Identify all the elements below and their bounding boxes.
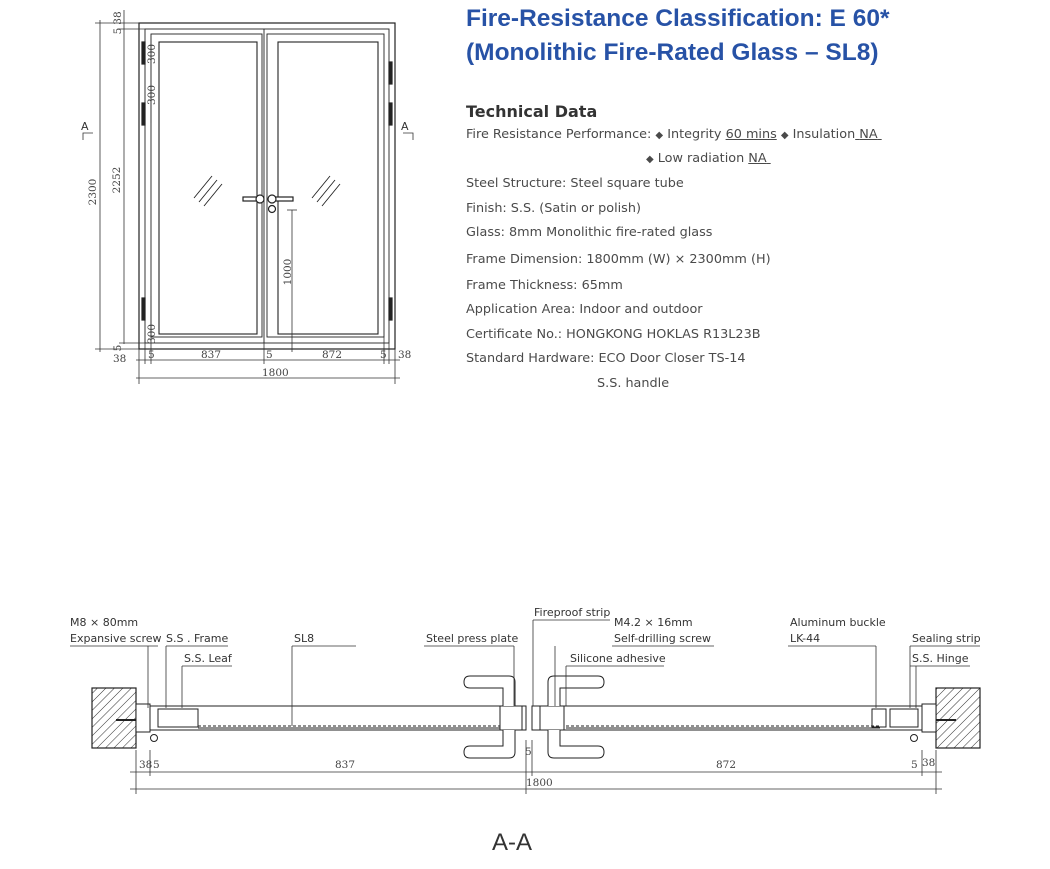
- dim-leaf-right: 872: [322, 349, 342, 361]
- handle-right-bottom: [547, 730, 605, 759]
- dim-hinge-300-c: 300: [146, 324, 158, 344]
- frame-right: [921, 703, 937, 733]
- label-self-drilling-screw: Self-drilling screw: [614, 632, 711, 645]
- sec-dim-mid-5: 5: [525, 746, 532, 758]
- spec-certificate: Certificate No.: HONGKONG HOKLAS R13L23B: [466, 327, 761, 342]
- page-title: Fire-Resistance Classification: E 60* (M…: [466, 2, 889, 70]
- inner-frame: [144, 28, 390, 344]
- dim-leaf-left: 837: [201, 349, 221, 361]
- dim-total-width: 1800: [262, 367, 289, 379]
- handle-right-top: [547, 675, 605, 706]
- section-mark-left: A: [81, 120, 89, 133]
- right-leaf: [266, 33, 385, 338]
- dim-left-5: 5: [148, 349, 155, 361]
- fire-resistance-row: Fire Resistance Performance: ◆ Integrity…: [466, 127, 882, 142]
- left-glass-pane: [158, 41, 258, 335]
- dim-bottom-38: 38: [113, 353, 126, 365]
- dim-total-height: 2300: [87, 179, 99, 206]
- label-silicone-adhesive: Silicone adhesive: [570, 652, 666, 665]
- hinge-left-top: [141, 41, 146, 65]
- hinge-left-bottom: [141, 297, 146, 321]
- label-sealing-strip: Sealing strip: [912, 632, 981, 645]
- integrity-label: Integrity: [667, 127, 722, 142]
- handle-left-top: [463, 675, 516, 706]
- hinge-right-section: [910, 734, 918, 742]
- section-drawing: M8 × 80mm Expansive screw S.S . Frame S.…: [70, 606, 981, 856]
- low-radiation-row: ◆ Low radiation NA: [646, 151, 771, 166]
- label-ss-leaf: S.S. Leaf: [184, 652, 233, 665]
- label-steel-press-plate: Steel press plate: [426, 632, 518, 645]
- wall-left: [91, 687, 137, 749]
- lock-cylinder: [267, 204, 277, 214]
- hinge-left-mid: [141, 102, 146, 126]
- hinge-right-mid: [388, 102, 393, 126]
- spec-frame-thickness: Frame Thickness: 65mm: [466, 278, 623, 293]
- insulation-label: Insulation: [792, 127, 856, 142]
- integrity-value: 60 mins: [725, 127, 777, 142]
- dim-mid-5: 5: [266, 349, 273, 361]
- fire-resistance-label: Fire Resistance Performance:: [466, 127, 652, 142]
- section-mark-right: A: [401, 120, 409, 133]
- right-glass-pane: [277, 41, 379, 335]
- low-radiation-value: NA: [748, 151, 767, 166]
- sec-dim-right-38: 38: [922, 757, 935, 769]
- spec-application-area: Application Area: Indoor and outdoor: [466, 302, 703, 317]
- dim-inner-height: 2252: [111, 167, 123, 194]
- label-sl8: SL8: [294, 632, 314, 645]
- label-ss-frame: S.S . Frame: [166, 632, 228, 645]
- wall-right: [935, 687, 981, 749]
- press-plate-left: [499, 705, 523, 731]
- bullet-diamond-icon: ◆: [780, 130, 789, 141]
- sec-dim-right-5: 5: [911, 759, 918, 771]
- section-caption: A-A: [492, 829, 532, 856]
- label-drill-screw-size: M4.2 × 16mm: [614, 616, 693, 629]
- dim-right-5: 5: [380, 349, 387, 361]
- dim-bottom-5: 5: [112, 345, 124, 352]
- spec-glass: Glass: 8mm Monolithic fire-rated glass: [466, 225, 713, 240]
- label-screw-size: M8 × 80mm: [70, 616, 138, 629]
- sec-dim-leaf-left: 837: [335, 759, 355, 771]
- hinge-right-top: [388, 61, 393, 85]
- leaf-right-section: [531, 705, 923, 731]
- sec-dim-leaf-right: 872: [716, 759, 736, 771]
- spec-frame-dimension: Frame Dimension: 1800mm (W) × 2300mm (H): [466, 252, 771, 267]
- title-line-1: Fire-Resistance Classification: E 60*: [466, 5, 890, 32]
- dim-right-38: 38: [398, 349, 411, 361]
- left-leaf: [150, 33, 263, 338]
- label-ss-hinge: S.S. Hinge: [912, 652, 969, 665]
- bullet-diamond-icon: ◆: [655, 130, 664, 141]
- leaf-left-section: [149, 705, 527, 731]
- frame-left: [135, 703, 151, 733]
- dim-handle-height: 1000: [282, 259, 294, 286]
- label-fireproof-strip: Fireproof strip: [534, 606, 610, 619]
- glass-mark-left: [193, 175, 223, 207]
- dim-hinge-300-b: 300: [146, 85, 158, 105]
- insulation-value: NA: [859, 127, 878, 142]
- hinge-right-bottom: [388, 297, 393, 321]
- sec-dim-left-5: 5: [153, 759, 160, 771]
- hinge-left-section: [150, 734, 158, 742]
- spec-steel-structure: Steel Structure: Steel square tube: [466, 176, 684, 191]
- label-lk44: LK-44: [790, 632, 820, 645]
- low-radiation-label: Low radiation: [657, 151, 745, 166]
- press-plate-right: [539, 705, 565, 731]
- sec-dim-left-38: 38: [139, 759, 152, 771]
- bullet-diamond-icon: ◆: [646, 154, 654, 165]
- spec-finish: Finish: S.S. (Satin or polish): [466, 201, 641, 216]
- label-aluminum-buckle: Aluminum buckle: [790, 616, 886, 629]
- sec-dim-total: 1800: [526, 777, 553, 789]
- technical-data-heading: Technical Data: [466, 102, 598, 121]
- label-expansive-screw: Expansive screw: [70, 632, 162, 645]
- handle-left-bottom: [463, 730, 516, 759]
- dim-hinge-300-a: 300: [146, 44, 158, 64]
- door-elevation-drawing: 2300 2252 38 5 300 300 300 5 1000 38 A A…: [81, 10, 414, 384]
- spec-standard-hardware: Standard Hardware: ECO Door Closer TS-14: [466, 351, 746, 366]
- title-line-2: (Monolithic Fire-Rated Glass – SL8): [466, 39, 879, 66]
- glass-mark-right: [311, 175, 341, 207]
- spec-handle: S.S. handle: [597, 376, 670, 391]
- outer-frame: [138, 22, 396, 350]
- dim-top-5: 5: [112, 28, 124, 35]
- dim-top-38: 38: [112, 11, 124, 24]
